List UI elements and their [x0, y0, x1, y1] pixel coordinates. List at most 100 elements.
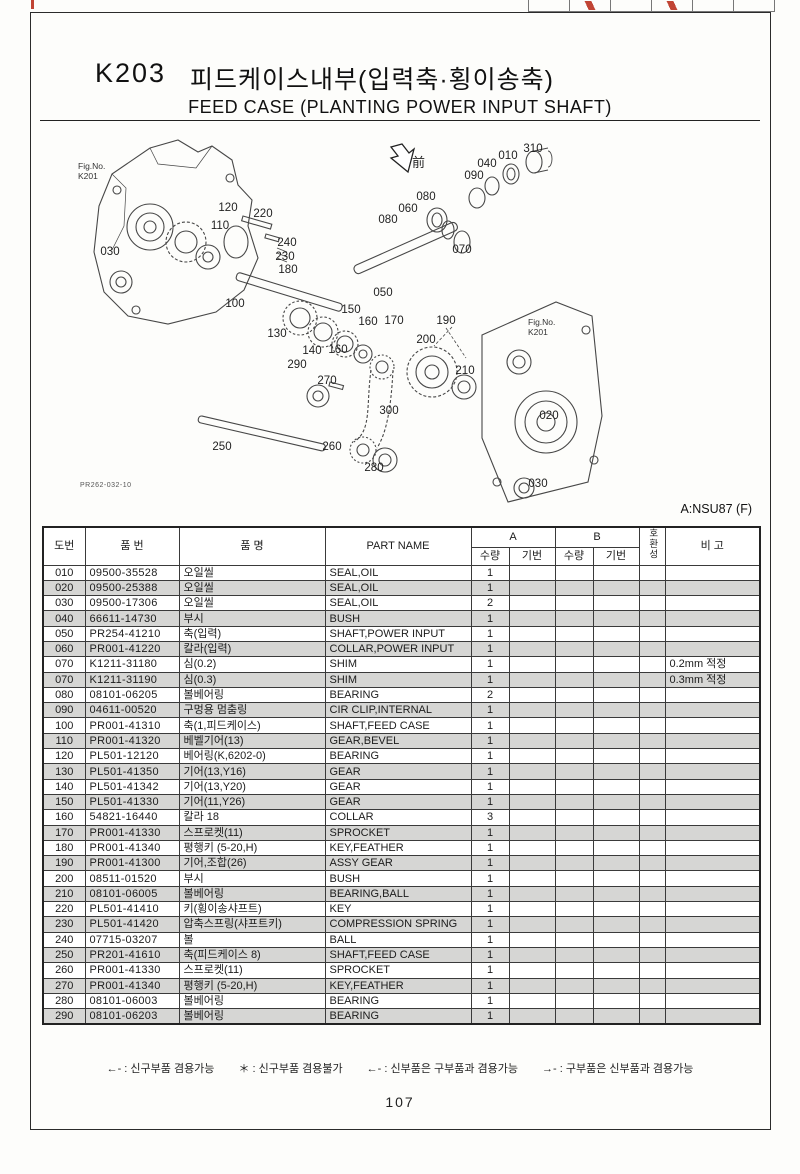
cell-serial-a — [508, 717, 556, 734]
cell-qty-a: 1 — [470, 992, 510, 1010]
part-callout-200: 200 — [416, 334, 436, 346]
cell-part-name: SHAFT,FEED CASE — [324, 717, 472, 734]
cell-part-name: SHAFT,FEED CASE — [324, 946, 472, 964]
cell-no: 090 — [42, 702, 86, 719]
cell-part-name: COLLAR,POWER INPUT — [324, 640, 472, 658]
cell-part-name: BEARING — [324, 686, 472, 704]
cell-name-ko: 기어(11,Y26) — [178, 793, 326, 811]
legend-item: ←- : 신구부품 겸용가능 — [106, 1063, 215, 1075]
header-name-ko: 품 명 — [178, 526, 326, 566]
cell-serial-a — [508, 992, 556, 1010]
cell-serial-a — [508, 748, 556, 765]
cell-serial-a — [508, 962, 556, 979]
cell-compat — [638, 1008, 666, 1025]
cell-part-no: 08511-01520 — [84, 870, 180, 887]
fig-value: K201 — [78, 170, 98, 181]
cell-qty-b — [554, 839, 594, 857]
cell-name-ko: 볼베어링 — [178, 992, 326, 1010]
cell-part-name: CIR CLIP,INTERNAL — [324, 702, 472, 719]
part-callout-150: 150 — [341, 304, 361, 316]
cell-compat — [638, 702, 666, 719]
cell-compat — [638, 640, 666, 658]
page-title-korean: 피드케이스내부(입력축·횡이송축) — [190, 66, 554, 94]
cell-qty-b — [554, 564, 594, 581]
cell-compat — [638, 656, 666, 673]
part-callout-030: 030 — [100, 246, 120, 258]
cell-part-name: BUSH — [324, 870, 472, 887]
cell-qty-a: 1 — [470, 793, 510, 811]
cell-remark — [664, 610, 761, 627]
cell-part-name: SEAL,OIL — [324, 595, 472, 612]
cell-remark: 0.2mm 적정 — [664, 656, 761, 673]
cell-serial-b — [592, 992, 640, 1010]
cell-qty-a: 2 — [470, 595, 510, 612]
header-part-name: PART NAME — [324, 526, 472, 566]
cell-compat — [638, 610, 666, 627]
cell-remark — [664, 793, 761, 811]
cell-compat — [638, 946, 666, 964]
cell-part-no: K1211-31180 — [84, 656, 180, 673]
cell-qty-b — [554, 671, 594, 688]
cell-serial-b — [592, 778, 640, 795]
cell-serial-a — [508, 671, 556, 688]
cell-serial-b — [592, 656, 640, 673]
part-callout-260: 260 — [322, 441, 342, 453]
cell-name-ko: 심(0.3) — [178, 671, 326, 688]
part-callout-250: 250 — [212, 441, 232, 453]
cell-part-no: PR001-41330 — [84, 962, 180, 979]
cell-no: 240 — [42, 931, 86, 948]
cell-qty-a: 1 — [470, 625, 510, 642]
cell-qty-a: 1 — [470, 763, 510, 780]
cell-no: 200 — [42, 870, 86, 887]
cell-part-no: 07715-03207 — [84, 931, 180, 948]
cell-serial-b — [592, 977, 640, 994]
cell-part-name: BEARING — [324, 748, 472, 765]
cell-qty-a: 1 — [470, 824, 510, 841]
cell-part-name: KEY — [324, 901, 472, 918]
cell-remark — [664, 579, 761, 597]
cell-qty-a: 1 — [470, 977, 510, 994]
cell-name-ko: 압축스프링(샤프트키) — [178, 916, 326, 933]
cell-compat — [638, 916, 666, 933]
part-callout-270: 270 — [317, 375, 337, 387]
cell-no: 150 — [42, 793, 86, 811]
cell-remark — [664, 901, 761, 918]
header-no: 도번 — [42, 526, 86, 566]
cell-compat — [638, 885, 666, 903]
cell-name-ko: 축(입력) — [178, 625, 326, 642]
cell-compat — [638, 717, 666, 734]
cell-qty-b — [554, 977, 594, 994]
fig-reference-right: Fig.No. K201 — [528, 317, 555, 338]
cell-remark — [664, 839, 761, 857]
cell-serial-a — [508, 564, 556, 581]
cell-name-ko: 베벨기어(13) — [178, 732, 326, 750]
cell-name-ko: 부시 — [178, 610, 326, 627]
cell-qty-a: 1 — [470, 579, 510, 597]
cell-name-ko: 볼베어링 — [178, 1008, 326, 1025]
cell-serial-a — [508, 931, 556, 948]
cell-part-no: 54821-16440 — [84, 809, 180, 826]
cell-part-no: PR001-41340 — [84, 977, 180, 994]
cell-part-no: PL501-12120 — [84, 748, 180, 765]
cell-name-ko: 베어링(K,6202-0) — [178, 748, 326, 765]
cell-part-name: SEAL,OIL — [324, 564, 472, 581]
legend-item: ＊ : 신구부품 겸용불가 — [238, 1063, 343, 1075]
cell-part-name: GEAR — [324, 778, 472, 795]
cell-no: 060 — [42, 640, 86, 658]
cell-part-name: BEARING — [324, 992, 472, 1010]
parts-table: 도번 품 번 품 명 PART NAME A B 호환성 비 고 수량 기번 수… — [42, 526, 761, 1026]
cell-remark: 0.3mm 적정 — [664, 671, 761, 688]
cell-serial-b — [592, 610, 640, 627]
cell-serial-b — [592, 793, 640, 811]
cell-qty-a: 1 — [470, 640, 510, 658]
cell-part-no: K1211-31190 — [84, 671, 180, 688]
cell-qty-a: 1 — [470, 610, 510, 627]
part-callout-300: 300 — [379, 405, 399, 417]
cell-serial-b — [592, 870, 640, 887]
